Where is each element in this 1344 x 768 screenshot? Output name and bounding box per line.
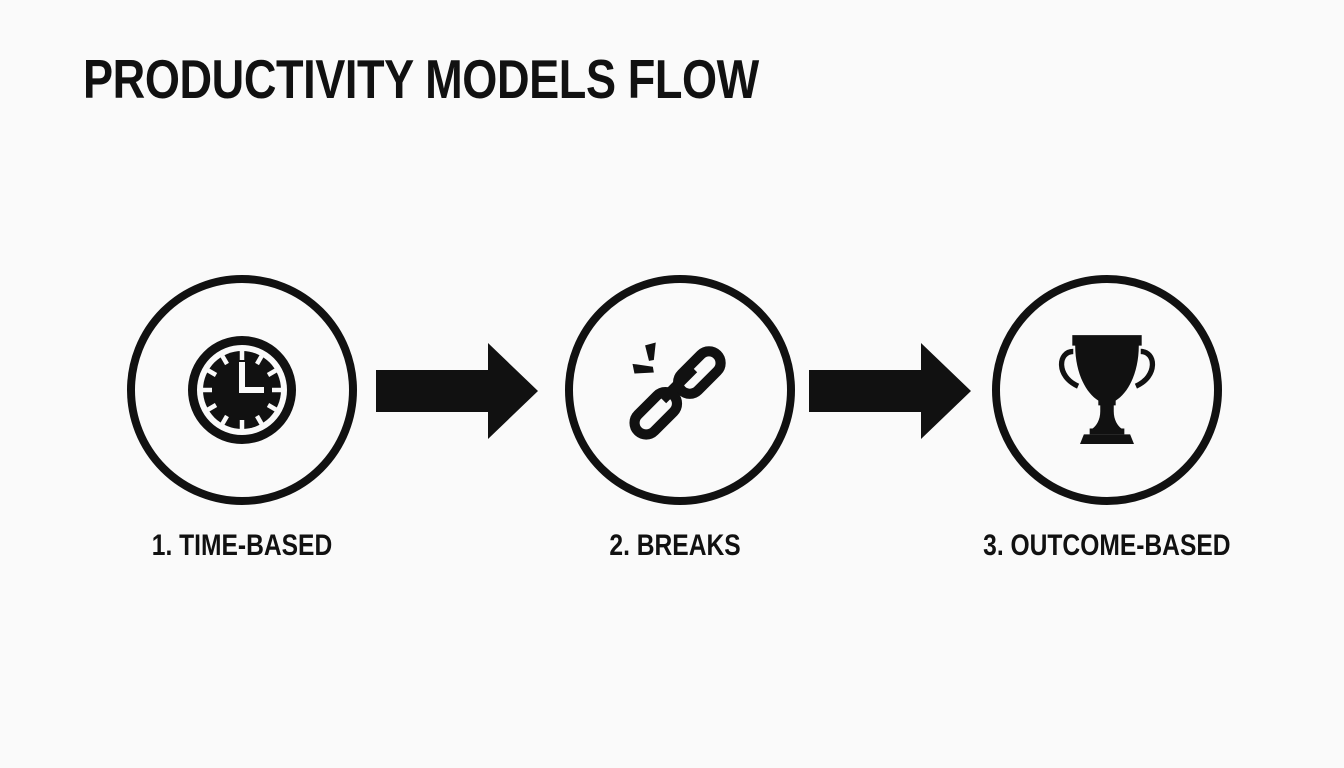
step-label-outcome-based: 3. OUTCOME-BASED bbox=[907, 529, 1307, 563]
clock-icon bbox=[188, 336, 296, 444]
arrow-right-icon bbox=[809, 343, 971, 439]
step-label-text: 1. TIME-BASED bbox=[151, 529, 333, 562]
step-label-text: 3. OUTCOME-BASED bbox=[983, 529, 1231, 562]
trophy-icon bbox=[1058, 335, 1156, 444]
step-label-text: 2. BREAKS bbox=[609, 529, 741, 562]
step-node-time-based bbox=[127, 275, 357, 505]
step-node-breaks bbox=[565, 275, 795, 505]
step-node-outcome-based bbox=[992, 275, 1222, 505]
arrow-right-icon bbox=[376, 343, 538, 439]
step-label-time-based: 1. TIME-BASED bbox=[42, 529, 442, 563]
page-title: PRODUCTIVITY MODELS FLOW bbox=[83, 48, 759, 110]
step-label-breaks: 2. BREAKS bbox=[475, 529, 875, 563]
broken-chain-icon bbox=[629, 342, 726, 440]
